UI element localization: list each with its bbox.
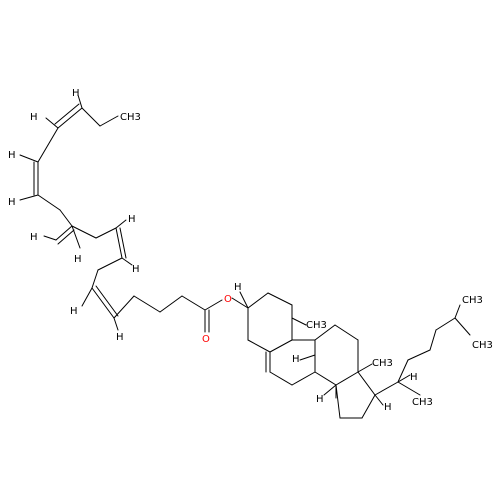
label-h: H <box>384 402 392 413</box>
h-bond <box>113 317 119 331</box>
label-carbonyl-oxygen: O <box>202 334 210 345</box>
methyl-bond <box>454 304 461 319</box>
bond <box>314 324 336 341</box>
bond <box>357 371 376 396</box>
label-h: H <box>70 306 78 317</box>
h-bond <box>77 94 83 109</box>
bond <box>334 324 359 341</box>
h-bond <box>397 374 411 383</box>
steroid-core <box>231 291 471 419</box>
h-bond <box>374 394 384 406</box>
label-h: H <box>128 214 136 225</box>
label-h: H <box>72 88 80 99</box>
label-methyl-13: CH3 <box>372 358 393 369</box>
label-methyl-25a: CH3 <box>462 295 483 306</box>
double-bond <box>54 103 80 125</box>
label-h: H <box>316 394 324 405</box>
bond <box>335 384 341 419</box>
h-bond <box>19 194 39 201</box>
bond <box>97 257 123 271</box>
double-bond <box>115 227 123 259</box>
label-methyl-25b: CH3 <box>472 340 493 351</box>
bond <box>314 371 337 386</box>
h-bond <box>115 219 127 229</box>
double-bond <box>119 227 127 259</box>
methyl-bond <box>357 363 373 373</box>
double-bond <box>57 229 75 245</box>
ester-bond <box>204 299 223 311</box>
bond <box>133 295 161 313</box>
label-h: H <box>410 372 418 383</box>
double-bond <box>55 225 73 241</box>
bond <box>267 292 293 306</box>
h-bond <box>323 384 337 396</box>
bond <box>374 381 399 396</box>
h-bond <box>121 257 133 266</box>
bond <box>407 349 431 361</box>
label-h: H <box>292 354 300 365</box>
bond <box>397 359 409 383</box>
label-h: H <box>8 150 16 161</box>
label-h: H <box>8 197 16 208</box>
bond <box>269 371 293 386</box>
h-bond <box>43 235 57 241</box>
label-h: H <box>116 332 124 343</box>
methyl-bond <box>397 381 421 396</box>
bond <box>91 269 99 289</box>
bond <box>435 317 456 331</box>
h-bond <box>239 291 249 309</box>
label-ester-oxygen: O <box>224 294 232 305</box>
h-bond <box>71 225 81 249</box>
label-methyl-10: CH3 <box>306 320 327 331</box>
bond <box>99 115 119 127</box>
label-h: H <box>234 282 242 293</box>
bond <box>71 225 97 239</box>
double-bond <box>91 287 115 319</box>
bond <box>361 394 376 419</box>
label-ch3-terminal: CH3 <box>120 112 141 123</box>
bond <box>335 371 359 386</box>
methyl-bond <box>454 317 471 336</box>
h-bond <box>45 117 59 129</box>
bond <box>429 329 437 351</box>
label-h: H <box>30 112 38 123</box>
bond <box>37 194 61 211</box>
bond <box>59 209 73 227</box>
h-bond <box>19 154 39 163</box>
h-bond <box>81 287 93 307</box>
bond <box>181 295 206 311</box>
double-bond <box>95 285 119 317</box>
fatty-acid-chain <box>19 94 223 333</box>
bond <box>247 339 271 353</box>
double-bond <box>57 107 83 129</box>
bond <box>159 295 183 313</box>
label-methyl-20: CH3 <box>412 397 433 408</box>
ester-bond <box>231 297 249 309</box>
bond <box>247 292 269 309</box>
h-bond <box>299 354 316 361</box>
label-h: H <box>74 254 82 265</box>
bond <box>291 371 316 386</box>
bond <box>81 107 101 127</box>
bond <box>269 339 293 353</box>
bond <box>37 127 59 163</box>
label-h: H <box>132 264 140 275</box>
bond <box>113 295 135 319</box>
bond <box>95 227 117 239</box>
atom-labels: CH3 H H H H H H H H H H O O H CH3 H CH3 … <box>8 88 493 413</box>
label-h: H <box>30 232 38 243</box>
methyl-bond <box>291 317 307 326</box>
